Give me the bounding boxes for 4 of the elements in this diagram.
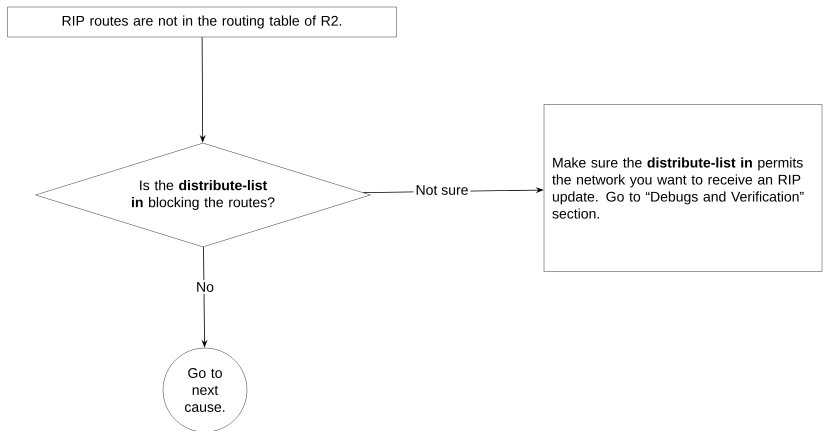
edge-label: No — [194, 280, 216, 294]
action-box: Make sure the distribute-list in permits the network you want to receive an RIP update. Go to “Debugs and Verification” section. — [544, 104, 822, 272]
process-box: RIP routes are not in the routing table of R2. — [7, 6, 397, 38]
edge-label: Not sure — [414, 183, 470, 197]
